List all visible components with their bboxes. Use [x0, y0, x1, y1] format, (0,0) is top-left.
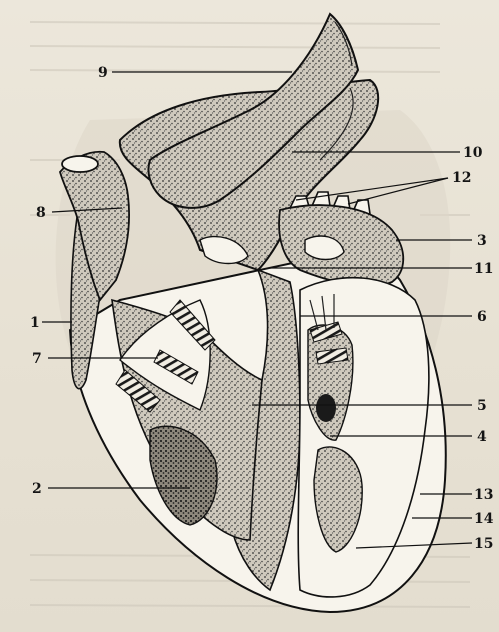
label-10: 10 [463, 145, 483, 161]
label-5: 5 [477, 398, 487, 414]
label-14: 14 [474, 511, 494, 527]
label-12: 12 [452, 170, 471, 186]
label-11: 11 [474, 261, 493, 277]
label-13: 13 [474, 487, 493, 503]
label-2: 2 [32, 481, 42, 497]
label-9: 9 [98, 65, 108, 81]
label-3: 3 [477, 233, 487, 249]
label-4: 4 [477, 429, 487, 445]
label-7: 7 [32, 351, 42, 367]
label-8: 8 [36, 205, 46, 221]
left-papillary-dark-spot [316, 394, 336, 422]
label-6: 6 [477, 309, 487, 325]
vena-cava-opening [62, 156, 98, 172]
label-1: 1 [30, 315, 40, 331]
label-15: 15 [474, 536, 493, 552]
